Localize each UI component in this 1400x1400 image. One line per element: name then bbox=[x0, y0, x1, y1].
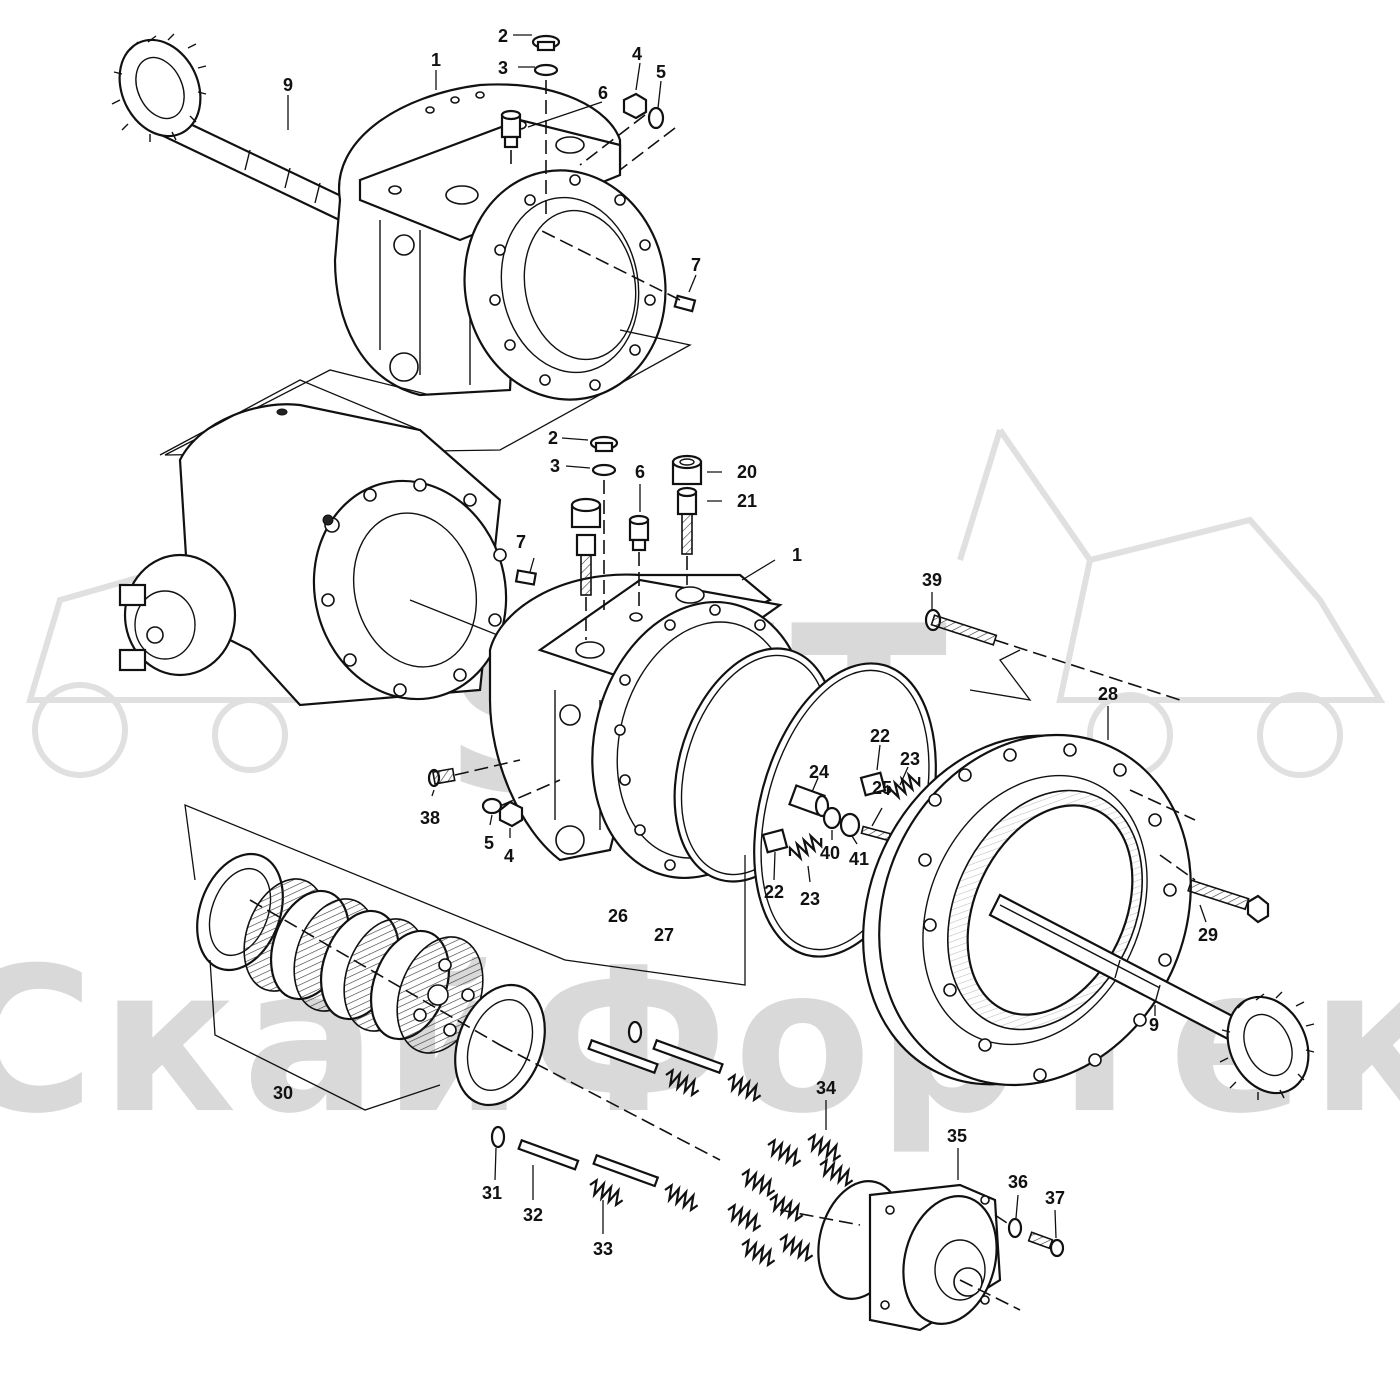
callout-1: 1 bbox=[431, 50, 441, 70]
housing-flange-top bbox=[463, 169, 667, 401]
callout-21: 21 bbox=[737, 491, 757, 511]
cap-20-left bbox=[570, 497, 602, 529]
callout-22: 22 bbox=[764, 882, 784, 902]
block-22-bottom bbox=[761, 828, 789, 854]
sleeve-24 bbox=[788, 784, 830, 818]
callout-27: 27 bbox=[654, 925, 674, 945]
pin-32-c bbox=[587, 1038, 659, 1075]
plug-2-top bbox=[531, 34, 561, 52]
callout-3: 3 bbox=[550, 456, 560, 476]
differential-housing-middle bbox=[118, 379, 511, 707]
bolt-21 bbox=[676, 486, 698, 555]
callout-5: 5 bbox=[656, 62, 666, 82]
bolt-29 bbox=[1187, 879, 1270, 924]
washer-31 bbox=[490, 1125, 506, 1149]
callout-9: 9 bbox=[1149, 1015, 1159, 1035]
callout-26: 26 bbox=[608, 906, 628, 926]
bolt-37 bbox=[1027, 1231, 1065, 1258]
spring-33-a bbox=[585, 1177, 627, 1208]
washer-3-top bbox=[533, 63, 559, 77]
callout-37: 37 bbox=[1045, 1188, 1065, 1208]
callout-38: 38 bbox=[420, 808, 440, 828]
callout-1: 1 bbox=[792, 545, 802, 565]
washer-5-top bbox=[647, 106, 665, 130]
callout-20: 20 bbox=[737, 462, 757, 482]
callout-2: 2 bbox=[498, 26, 508, 46]
callout-39: 39 bbox=[922, 570, 942, 590]
callout-4: 4 bbox=[504, 846, 514, 866]
bolt-39 bbox=[924, 608, 998, 646]
bolt-21-left bbox=[575, 533, 597, 596]
gear-icon bbox=[1219, 991, 1315, 1100]
washer-31-b bbox=[627, 1020, 643, 1044]
callout-6: 6 bbox=[635, 462, 645, 482]
washer-3-middle bbox=[591, 463, 617, 477]
callout-3: 3 bbox=[498, 58, 508, 78]
callout-24: 24 bbox=[809, 762, 829, 782]
callout-31: 31 bbox=[482, 1183, 502, 1203]
axle-shaft-9-top bbox=[111, 33, 362, 227]
callout-7: 7 bbox=[691, 255, 701, 275]
breather-6-top bbox=[500, 109, 522, 149]
callout-40: 40 bbox=[820, 843, 840, 863]
callout-23: 23 bbox=[800, 889, 820, 909]
callout-9: 9 bbox=[283, 75, 293, 95]
callout-22: 22 bbox=[870, 726, 890, 746]
callout-33: 33 bbox=[593, 1239, 613, 1259]
top-housing-assembly bbox=[111, 33, 697, 456]
callout-41: 41 bbox=[849, 849, 869, 869]
washer-41 bbox=[839, 812, 861, 838]
pin-32-b bbox=[592, 1153, 660, 1188]
axle-shaft-9-bottom bbox=[988, 893, 1315, 1100]
callout-5: 5 bbox=[484, 833, 494, 853]
callout-4: 4 bbox=[632, 44, 642, 64]
callout-labels: 1 2 3 4 5 6 7 9 2 3 6 7 20 21 1 39 28 22… bbox=[273, 26, 1218, 1259]
bolt-38 bbox=[427, 767, 456, 788]
callout-32: 32 bbox=[523, 1205, 543, 1225]
block-22-top bbox=[859, 771, 887, 797]
spring-33-b bbox=[660, 1182, 702, 1213]
callout-28: 28 bbox=[1098, 684, 1118, 704]
pin-32-a bbox=[517, 1138, 580, 1171]
brake-piston-hub-35 bbox=[817, 1180, 1002, 1332]
pin-32-d bbox=[652, 1038, 724, 1075]
washer-40 bbox=[822, 806, 842, 830]
callout-29: 29 bbox=[1198, 925, 1218, 945]
yoke-flange bbox=[118, 553, 237, 677]
callout-34: 34 bbox=[816, 1078, 836, 1098]
callout-25: 25 bbox=[872, 778, 892, 798]
plug-2-middle bbox=[589, 435, 619, 453]
cap-20 bbox=[671, 454, 703, 486]
breather-6-middle bbox=[628, 514, 650, 552]
gear-icon bbox=[111, 33, 207, 142]
callout-30: 30 bbox=[273, 1083, 293, 1103]
callout-2: 2 bbox=[548, 428, 558, 448]
callout-36: 36 bbox=[1008, 1172, 1028, 1192]
callout-35: 35 bbox=[947, 1126, 967, 1146]
callout-6: 6 bbox=[598, 83, 608, 103]
washer-36 bbox=[1007, 1217, 1023, 1239]
nut-4-top bbox=[622, 92, 648, 120]
callout-23: 23 bbox=[900, 749, 920, 769]
brake-disc-pack-30 bbox=[196, 852, 546, 1107]
washer-5-middle bbox=[481, 797, 503, 815]
callout-7: 7 bbox=[516, 532, 526, 552]
bolt-7-middle bbox=[514, 569, 538, 586]
